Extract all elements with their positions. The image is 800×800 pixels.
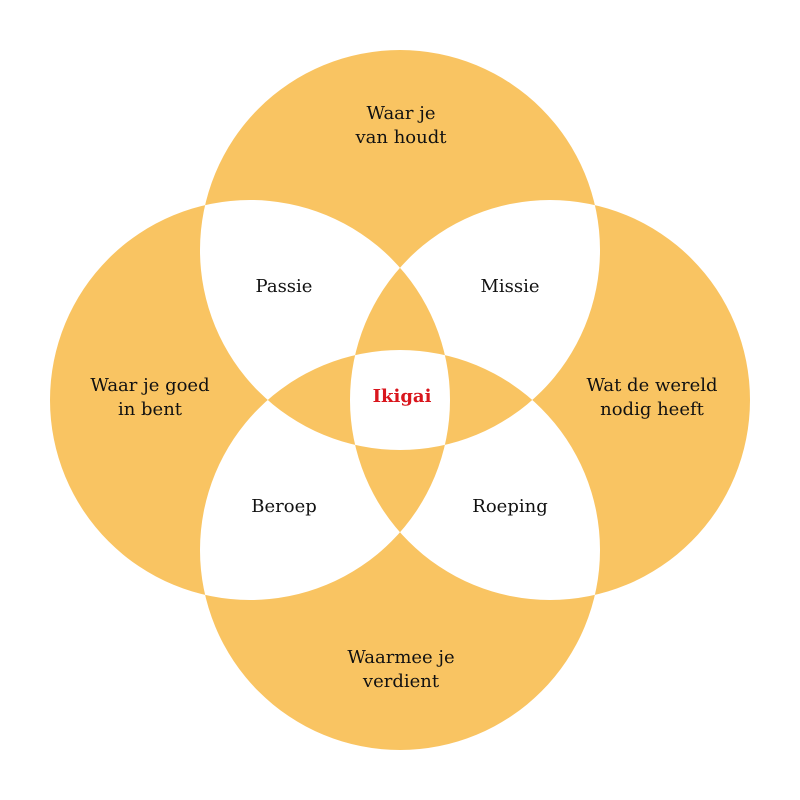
label-world-needs: Wat de wereld nodig heeft xyxy=(586,375,718,420)
label-roeping: Roeping xyxy=(472,496,548,517)
label-love: Waar je van houdt xyxy=(355,103,447,148)
label-ikigai: Ikigai xyxy=(372,386,432,407)
label-passie: Passie xyxy=(255,276,313,297)
label-beroep: Beroep xyxy=(251,496,317,517)
venn-shape xyxy=(50,50,750,750)
label-paid-for: Waarmee je verdient xyxy=(347,647,455,692)
label-good-at: Waar je goed in bent xyxy=(90,375,210,420)
label-missie: Missie xyxy=(480,276,540,297)
